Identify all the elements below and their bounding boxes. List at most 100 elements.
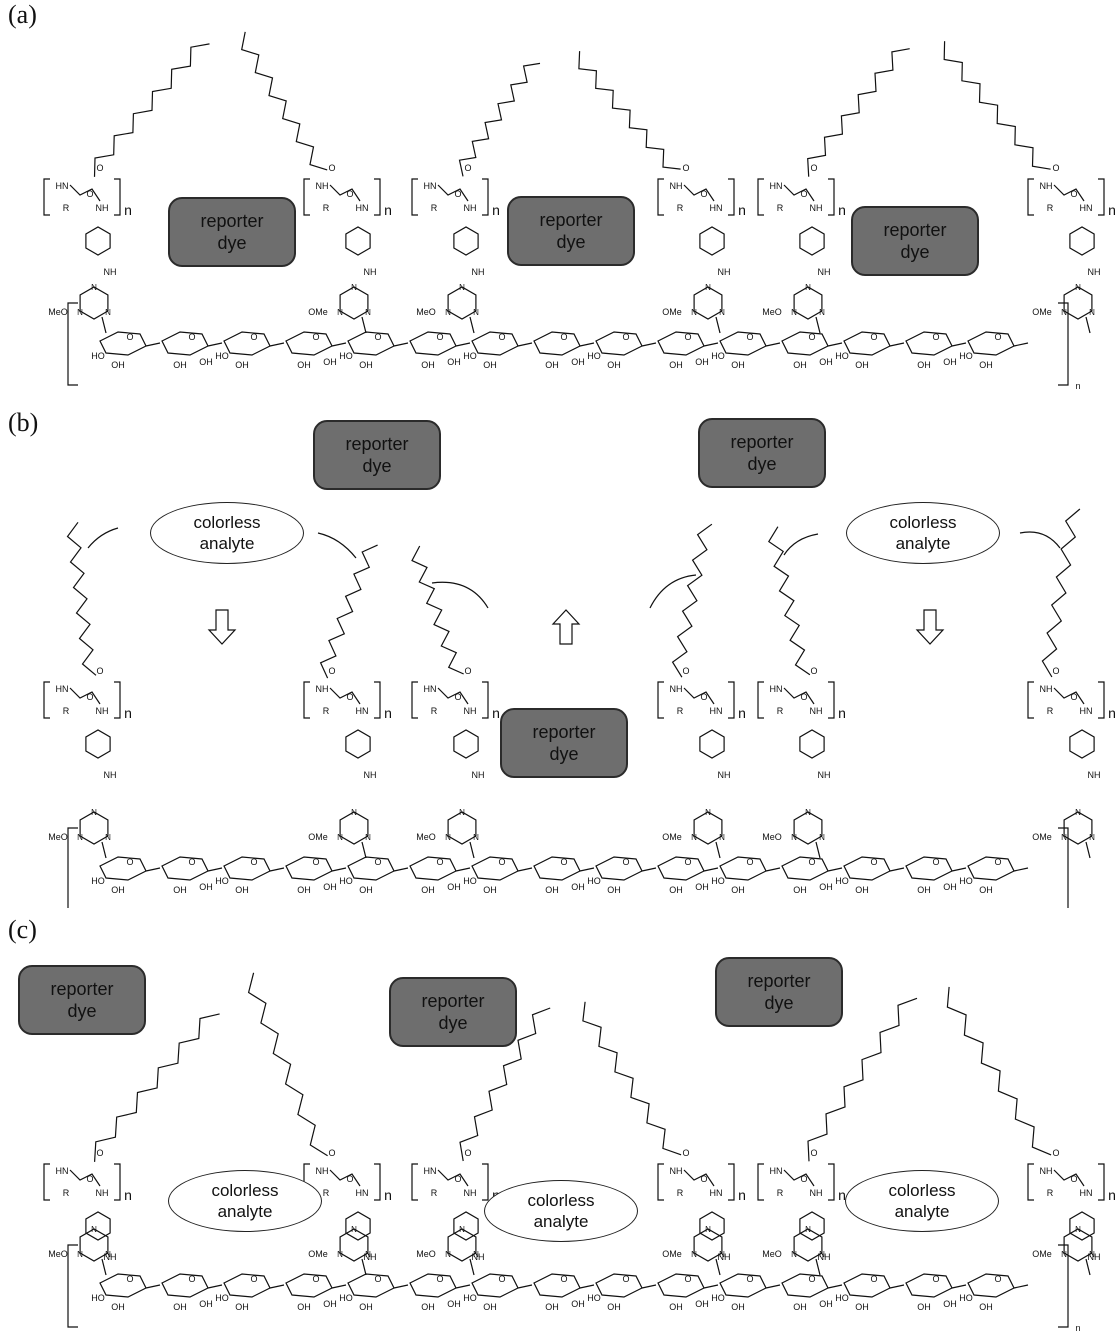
atom-label: O bbox=[682, 163, 689, 173]
atom-label: HN bbox=[424, 1166, 437, 1176]
glucose-ring bbox=[967, 856, 1015, 881]
atom-label: O bbox=[346, 1174, 353, 1184]
aa-bracket-left bbox=[1027, 1163, 1034, 1201]
repeat-bracket-right bbox=[1058, 1244, 1069, 1328]
glycosidic-bond bbox=[1013, 342, 1029, 347]
atom-label: OH bbox=[607, 360, 621, 370]
glycosidic-bond bbox=[207, 1284, 223, 1289]
atom-label: NH bbox=[364, 267, 377, 277]
atom-label: N bbox=[337, 1250, 343, 1259]
atom-label: N bbox=[691, 1250, 697, 1259]
amino-acid-backbone bbox=[437, 1169, 469, 1187]
atom-label: MeO bbox=[762, 307, 782, 317]
atom-label: N bbox=[77, 1250, 83, 1259]
atom-label: NH bbox=[1088, 1252, 1101, 1262]
glycosidic-bond bbox=[145, 867, 161, 872]
repeat-subscript: n bbox=[1075, 906, 1080, 908]
glucose-ring bbox=[595, 331, 643, 356]
ether-link bbox=[1085, 316, 1091, 334]
triazine-ring bbox=[1063, 286, 1093, 320]
atom-label: O bbox=[746, 857, 753, 867]
curved-arrow bbox=[783, 533, 819, 556]
atom-label: R bbox=[1047, 706, 1054, 716]
glucose-ring bbox=[99, 331, 147, 356]
phenyl-ring bbox=[345, 1211, 371, 1241]
atom-label: O bbox=[96, 163, 103, 173]
aa-bracket-left bbox=[757, 681, 764, 719]
atom-label: OH bbox=[111, 885, 125, 895]
atom-label: R bbox=[777, 203, 784, 213]
atom-label: O bbox=[454, 1174, 461, 1184]
phenyl-ring bbox=[699, 1211, 725, 1241]
ether-link bbox=[1085, 841, 1091, 859]
atom-label: O bbox=[250, 1274, 257, 1284]
ether-link bbox=[715, 316, 721, 334]
aa-bracket-right bbox=[1098, 681, 1105, 719]
glucose-ring bbox=[657, 1273, 705, 1298]
atom-label: OH bbox=[669, 1302, 683, 1312]
atom-label: NH bbox=[464, 203, 477, 213]
atom-label: O bbox=[682, 1148, 689, 1158]
atom-label: N bbox=[459, 808, 465, 817]
atom-label: O bbox=[312, 332, 319, 342]
amino-acid-backbone bbox=[1053, 687, 1085, 705]
atom-label: HN bbox=[424, 181, 437, 191]
atom-label: OH bbox=[199, 357, 213, 367]
repeat-subscript: n bbox=[1108, 202, 1116, 218]
alkyl-chain bbox=[807, 997, 918, 1162]
atom-label: OH bbox=[323, 882, 337, 892]
repeat-subscript: n bbox=[124, 705, 132, 721]
atom-label: OH bbox=[943, 1299, 957, 1309]
atom-label: O bbox=[800, 1174, 807, 1184]
atom-label: OH bbox=[173, 360, 187, 370]
atom-label: R bbox=[323, 706, 330, 716]
glucose-ring bbox=[161, 331, 209, 356]
glycosidic-bond bbox=[765, 1284, 781, 1289]
glucose-ring bbox=[905, 331, 953, 356]
atom-label: R bbox=[431, 1188, 438, 1198]
atom-label: OMe bbox=[308, 832, 328, 842]
atom-label: OH bbox=[819, 357, 833, 367]
phenyl-ring bbox=[85, 729, 111, 759]
atom-label: OH bbox=[943, 357, 957, 367]
atom-label: HO bbox=[711, 1293, 725, 1303]
phenyl-ring bbox=[85, 226, 111, 256]
atom-label: OH bbox=[607, 885, 621, 895]
atom-label: R bbox=[777, 1188, 784, 1198]
atom-label: O bbox=[374, 857, 381, 867]
atom-label: O bbox=[994, 1274, 1001, 1284]
glucose-ring bbox=[223, 856, 271, 881]
aa-bracket-right bbox=[828, 681, 835, 719]
atom-label: N bbox=[719, 833, 725, 842]
atom-label: N bbox=[365, 833, 371, 842]
atom-label: OMe bbox=[662, 832, 682, 842]
glycosidic-bond bbox=[827, 342, 843, 347]
aa-bracket-right bbox=[1098, 178, 1105, 216]
atom-label: OH bbox=[545, 360, 559, 370]
glucose-ring bbox=[533, 1273, 581, 1298]
glycosidic-bond bbox=[393, 342, 409, 347]
atom-label: N bbox=[337, 833, 343, 842]
aa-bracket-left bbox=[411, 681, 418, 719]
atom-label: NH bbox=[96, 1188, 109, 1198]
atom-label: O bbox=[994, 857, 1001, 867]
atom-label: N bbox=[1061, 308, 1067, 317]
glycosidic-bond bbox=[765, 342, 781, 347]
atom-label: N bbox=[91, 808, 97, 817]
glycosidic-bond bbox=[331, 342, 347, 347]
atom-label: O bbox=[700, 692, 707, 702]
glycosidic-bond bbox=[145, 1284, 161, 1289]
repeat-subscript: n bbox=[492, 202, 500, 218]
atom-label: O bbox=[328, 666, 335, 676]
triazine-ring bbox=[693, 811, 723, 845]
repeat-subscript: n bbox=[1108, 1187, 1116, 1203]
atom-label: O bbox=[870, 332, 877, 342]
panel-a-letter: (a) bbox=[8, 0, 37, 29]
atom-label: O bbox=[188, 857, 195, 867]
atom-label: OH bbox=[731, 360, 745, 370]
atom-label: N bbox=[365, 308, 371, 317]
block-arrow bbox=[551, 609, 581, 645]
